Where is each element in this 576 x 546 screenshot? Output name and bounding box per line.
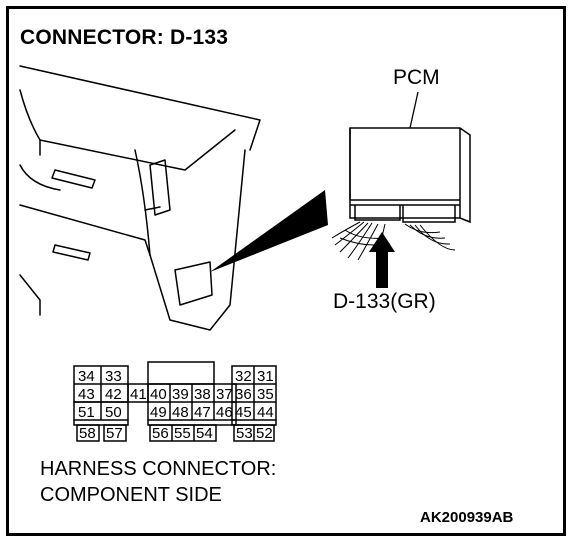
pin-55: 55 [174,425,191,442]
callout-pointer [210,190,328,272]
pin-54: 54 [196,425,213,442]
pin-45: 45 [235,404,252,421]
dashboard-lower-edge [19,204,151,256]
pin-31: 31 [257,368,274,385]
access-cover [174,261,213,306]
dashboard-side-panel [149,149,246,331]
door-handle [149,159,171,216]
dashboard-bottom [19,274,41,316]
pin-50: 50 [105,404,122,421]
pin-38: 38 [194,386,211,403]
connector-title: CONNECTOR: D-133 [20,26,229,49]
connector-arrow [369,232,395,288]
pin-49: 49 [150,404,167,421]
wire-harness [331,221,456,261]
pin-46: 46 [216,404,233,421]
pin-57: 57 [106,425,123,442]
diagram-frame [6,6,566,536]
harness-connector-pinout [73,361,277,442]
pcm-label: PCM [393,66,440,89]
pin-58: 58 [79,425,96,442]
figure-code: AK200939AB [420,509,514,526]
pin-48: 48 [172,404,189,421]
pin-36: 36 [235,386,252,403]
pcm-unit [349,127,471,224]
pin-40: 40 [150,386,167,403]
pin-51: 51 [78,404,95,421]
lower-slot [52,244,91,261]
pin-43: 43 [78,386,95,403]
pin-56: 56 [152,425,169,442]
pin-labels: 34 33 43 42 41 51 50 58 57 40 39 38 37 4… [78,368,274,442]
pin-32: 32 [235,368,252,385]
pin-35: 35 [257,386,274,403]
glovebox-slot [51,169,96,189]
pin-47: 47 [194,404,211,421]
view-caption: HARNESS CONNECTOR: COMPONENT SIDE [40,456,276,508]
dashboard-left-panel [19,89,236,171]
dashboard-top-edge [19,65,261,151]
pin-41: 41 [130,386,147,403]
pin-52: 52 [256,425,273,442]
pin-42: 42 [105,386,122,403]
pin-44: 44 [257,404,274,421]
pin-37: 37 [216,386,233,403]
caption-line-2: COMPONENT SIDE [40,484,222,506]
dashboard-curve [134,149,151,256]
pin-39: 39 [172,386,189,403]
pin-53: 53 [236,425,253,442]
caption-line-1: HARNESS CONNECTOR: [40,458,277,480]
pin-33: 33 [105,368,122,385]
pin-34: 34 [78,368,95,385]
connector-id-label: D-133(GR) [333,290,436,313]
